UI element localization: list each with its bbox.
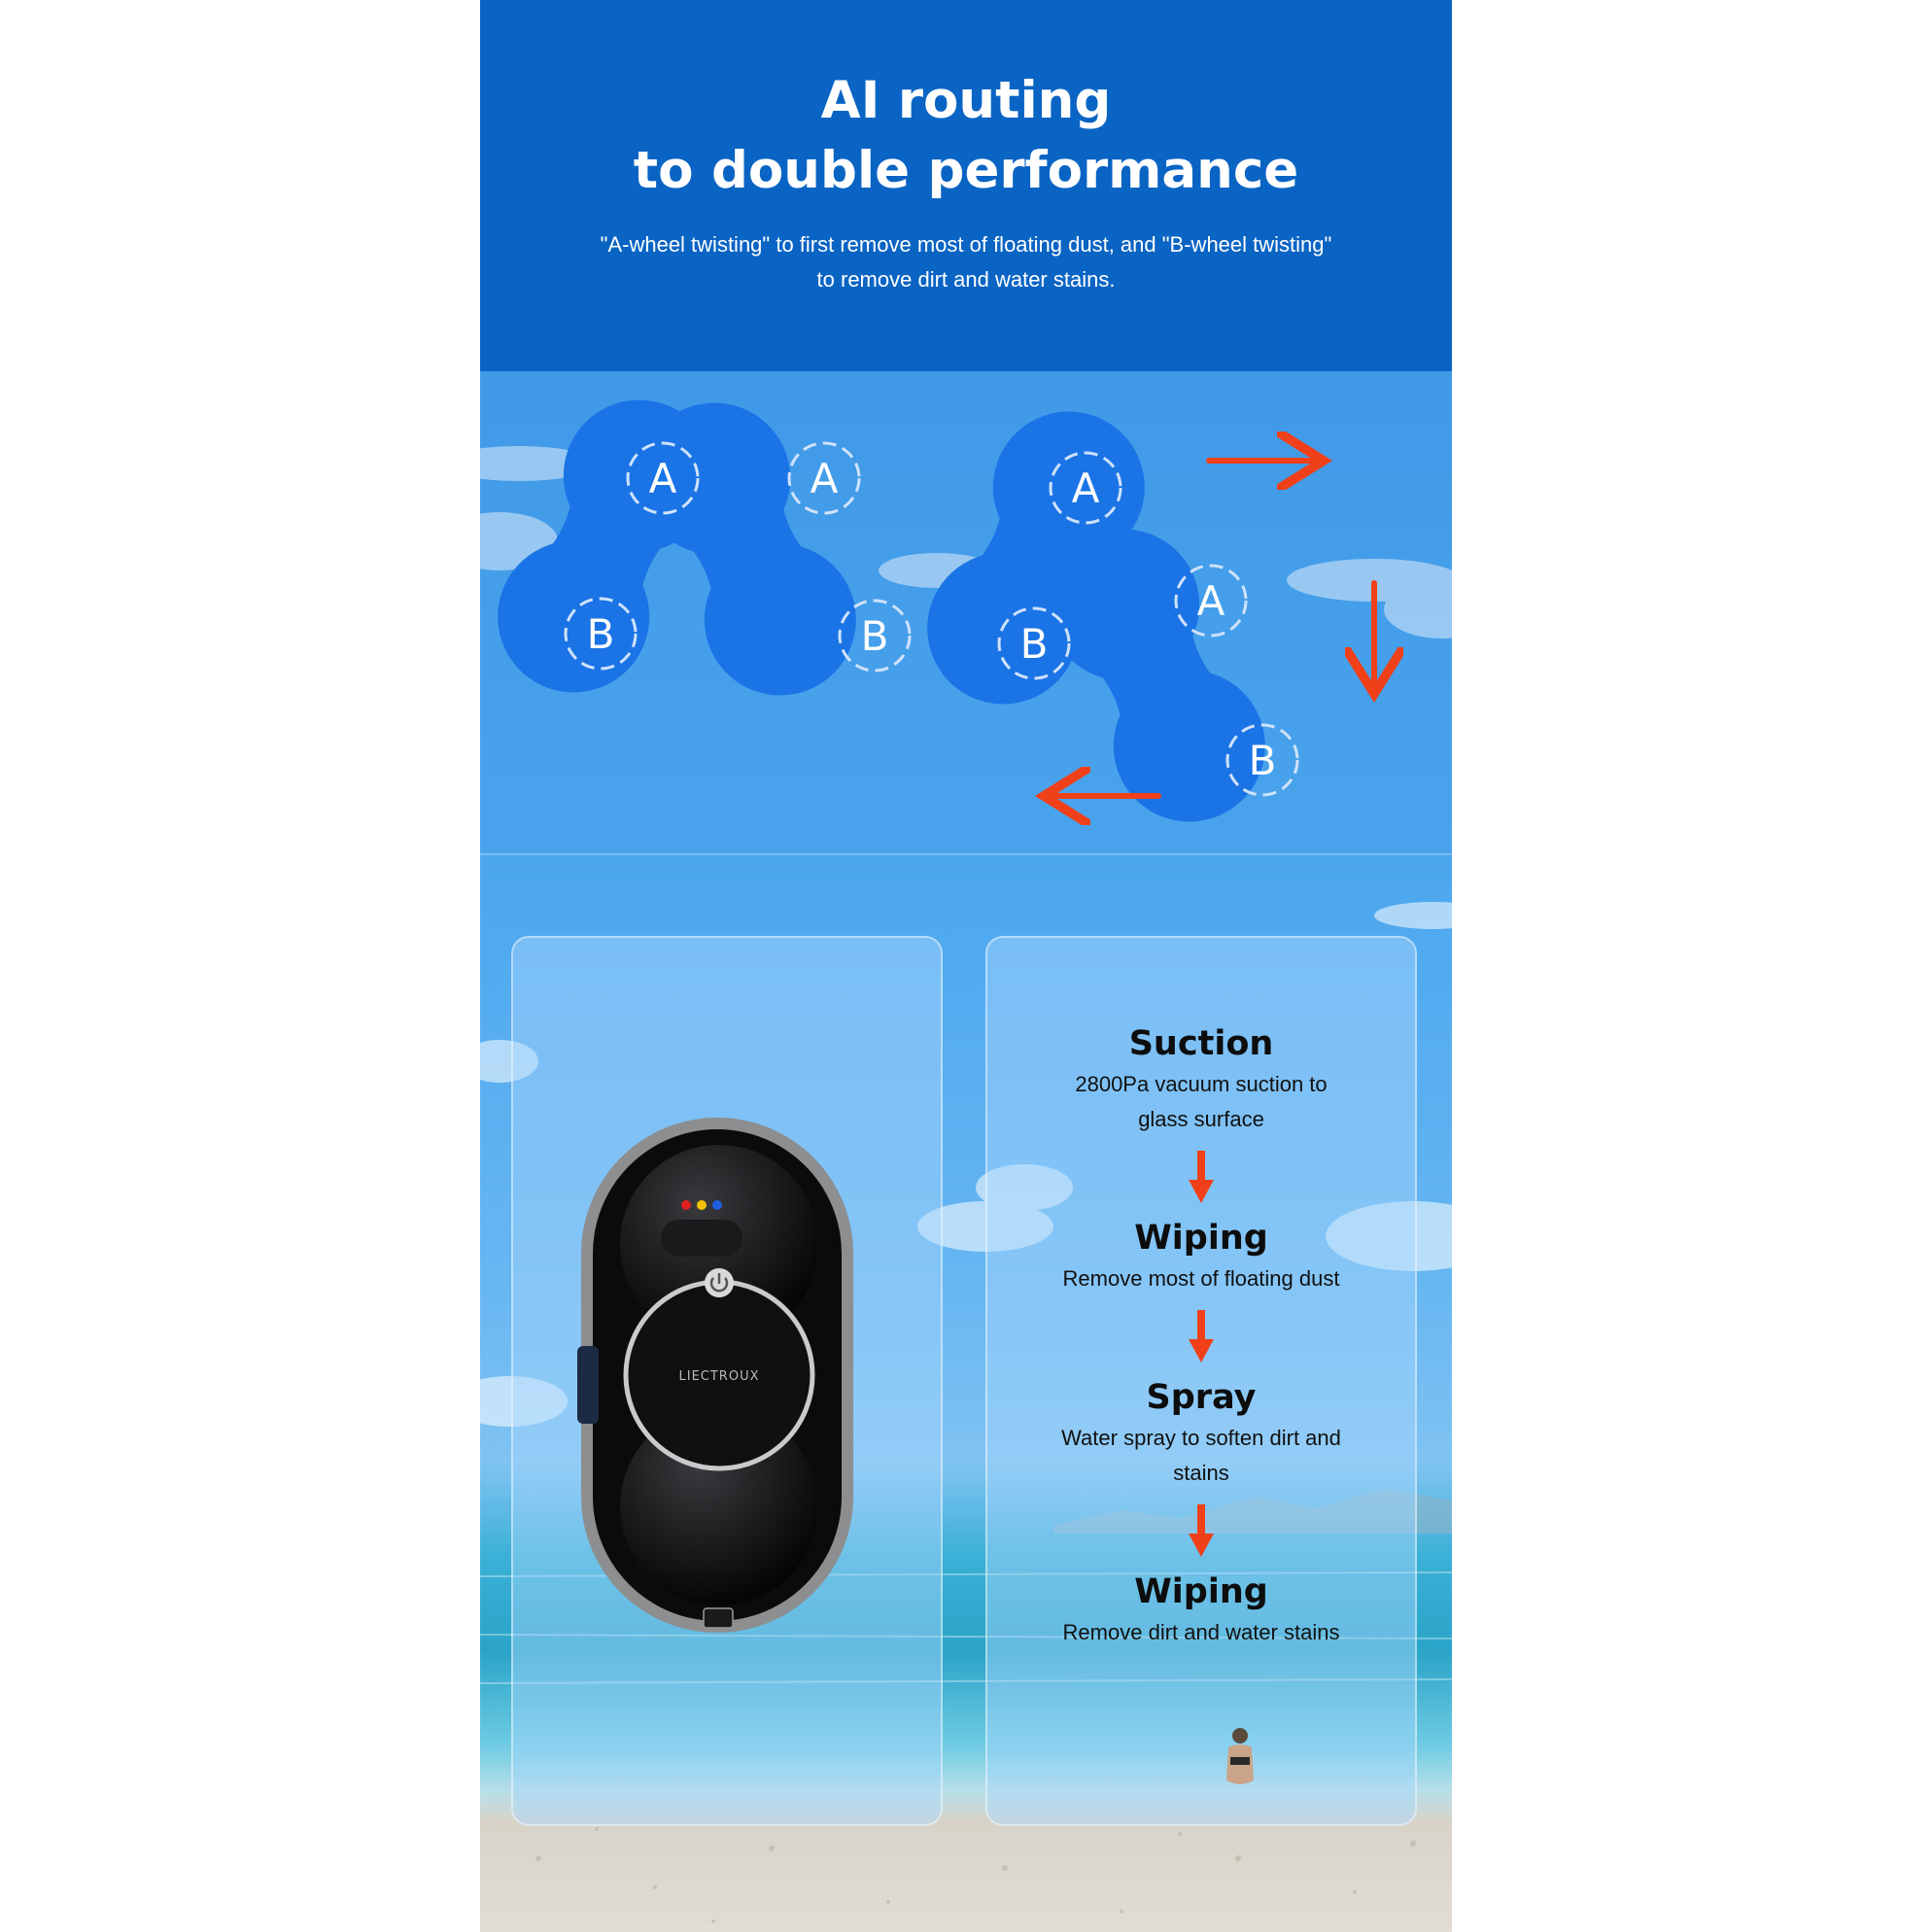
arrow-down-icon [1189,1151,1214,1203]
product-poster: AI routing to double performance "A-whee… [480,0,1452,1932]
steps-panel [985,936,1417,1826]
cleaning-steps: Suction 2800Pa vacuum suction to glass s… [985,1020,1417,1650]
wheel-a-icon [1049,451,1122,525]
step-title: Wiping [1134,1219,1268,1258]
wheel-b-icon [564,597,638,671]
wheel-a-icon [787,441,861,515]
wheel-a-label: A [1197,577,1225,625]
wheel-b-icon [997,606,1071,680]
routing-diagram: A B A B A B A B [480,374,1452,847]
wheel-b-icon [1225,723,1299,797]
sensor-window [661,1220,742,1257]
wheel-a-icon [1174,564,1248,638]
step-title: Wiping [1134,1572,1268,1611]
step-description: Water spray to soften dirt and stains [1061,1426,1341,1485]
arrow-down-icon [1189,1310,1214,1363]
wheel-a-label: A [649,455,677,502]
headline: AI routing to double performance [480,66,1452,206]
wheel-b-label: B [1249,737,1277,784]
brand-logo: LIECTROUX [679,1369,760,1384]
beach-person [1226,1728,1254,1784]
status-led [681,1200,691,1210]
wheel-b-label: B [587,610,615,658]
window-cleaning-robot: LIECTROUX [577,1118,853,1633]
arrow-down-icon [1189,1504,1214,1557]
wheel-b-icon [838,599,912,673]
step-spray: Spray Water spray to soften dirt and sta… [985,1374,1417,1491]
subtitle: "A-wheel twisting" to first remove most … [600,232,1332,292]
headline-line-1: AI routing [820,71,1112,130]
step-description: Remove dirt and water stains [1062,1620,1340,1644]
wheel-a-label: A [811,455,839,502]
status-led [697,1200,707,1210]
wheel-b-label: B [861,612,889,660]
wheel-b-label: B [1020,620,1049,668]
safety-cord-clip [577,1346,599,1424]
step-wiping-stains: Wiping Remove dirt and water stains [985,1569,1417,1650]
headline-line-2: to double performance [633,141,1299,200]
step-description: Remove most of floating dust [1062,1266,1340,1291]
step-description: 2800Pa vacuum suction to glass surface [1075,1072,1328,1131]
step-suction: Suction 2800Pa vacuum suction to glass s… [985,1020,1417,1137]
wheel-a-icon [626,441,700,515]
wheel-a-label: A [1072,465,1100,512]
band-divider [480,853,1452,855]
step-title: Suction [1128,1024,1274,1063]
step-wiping-dust: Wiping Remove most of floating dust [985,1215,1417,1296]
status-led [712,1200,722,1210]
header-banner: AI routing to double performance "A-whee… [480,0,1452,371]
bottom-port [703,1607,734,1629]
step-title: Spray [1146,1378,1257,1417]
